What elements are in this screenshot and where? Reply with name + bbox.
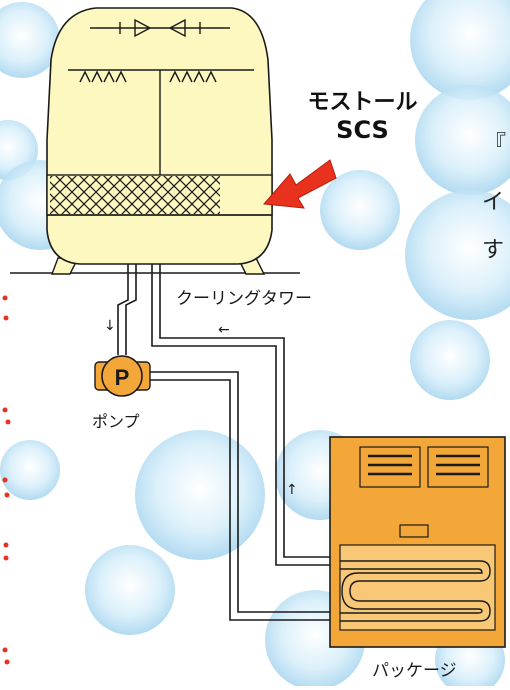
callout-arrow: [262, 159, 337, 209]
flow-arrow-down: ↓: [104, 318, 116, 334]
side-text-1: 『: [484, 132, 507, 157]
side-text-2: イ: [482, 190, 505, 215]
product-callout: モストール SCS: [300, 90, 425, 144]
product-name-line1: モストール: [307, 90, 418, 115]
pump-label: ポンプ: [92, 412, 140, 431]
piping: [117, 264, 340, 621]
pump-symbol-text: P: [115, 365, 130, 390]
pump: P: [94, 355, 151, 397]
package-label: パッケージ: [372, 661, 457, 681]
left-edge-text-fragments: [2, 295, 11, 665]
product-name-line2: SCS: [336, 116, 389, 144]
side-text-3: す: [482, 238, 505, 263]
cooling-tower-label: クーリングタワー: [176, 289, 312, 309]
flow-arrow-left: ←: [218, 322, 230, 338]
package-unit: [329, 436, 506, 648]
cooling-tower: [46, 7, 273, 275]
flow-arrow-up: ↑: [286, 482, 298, 498]
